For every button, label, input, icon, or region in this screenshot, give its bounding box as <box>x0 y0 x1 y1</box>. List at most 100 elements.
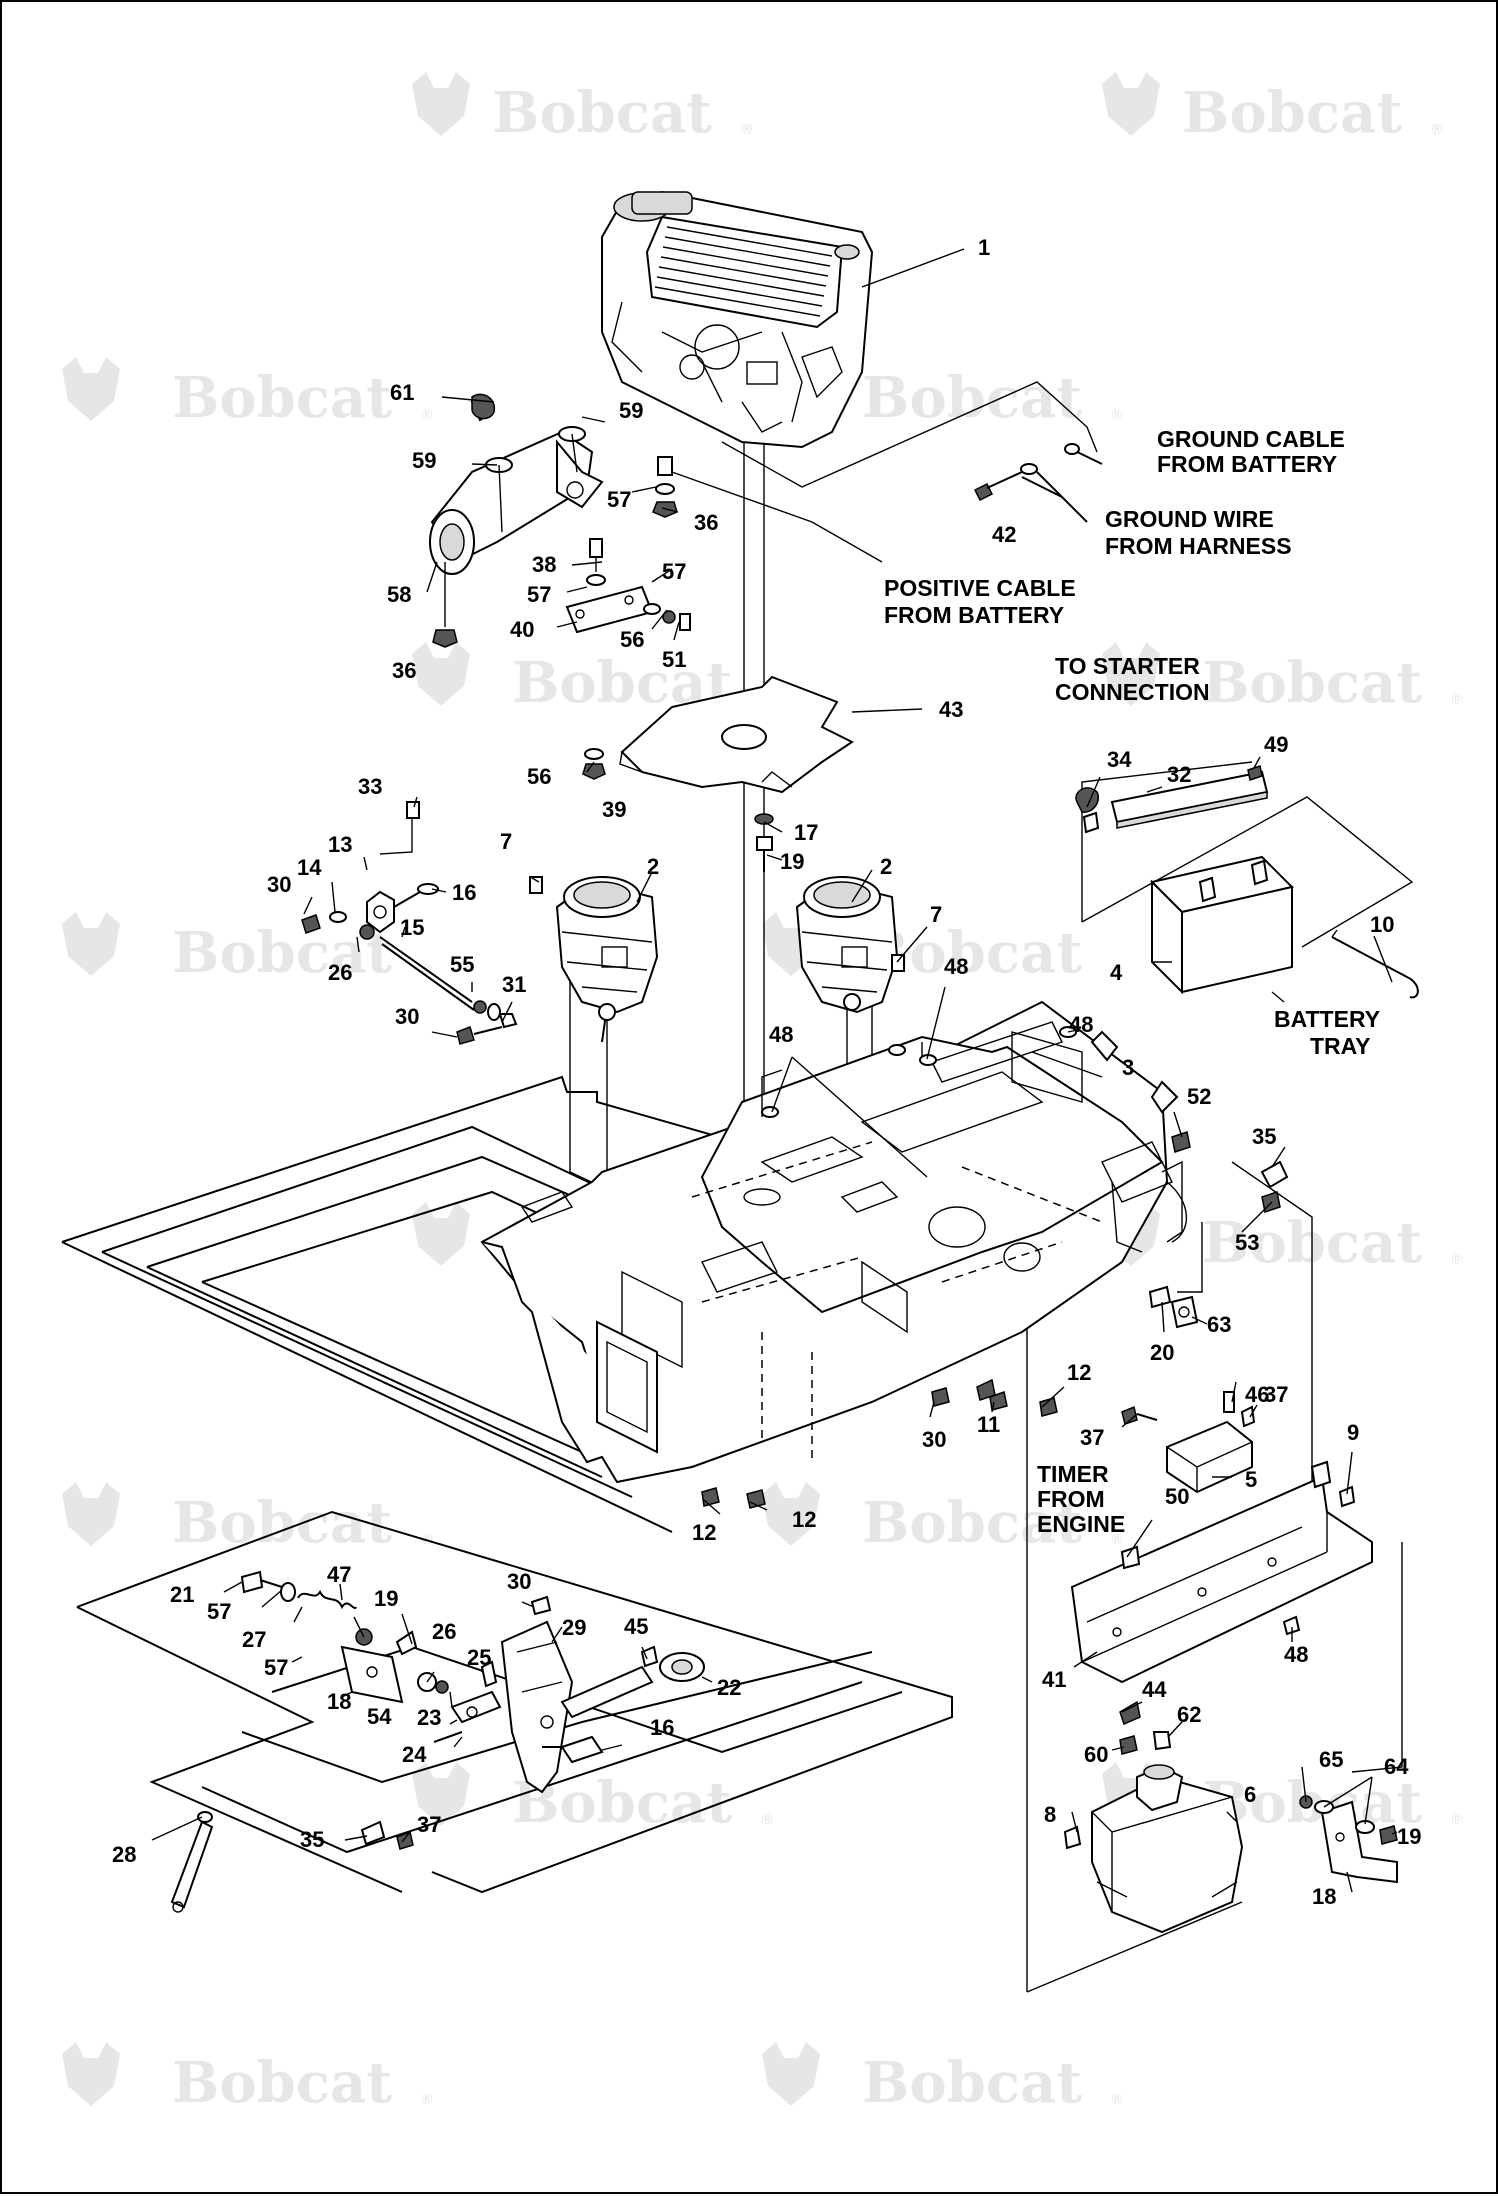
watermark: Bobcat ® <box>412 642 774 716</box>
watermark: Bobcat ® <box>62 357 434 431</box>
callout-11: 11 <box>977 1412 1000 1437</box>
svg-text:®: ® <box>1110 962 1124 978</box>
main-frame <box>480 1000 1188 1484</box>
callout-46: 46 <box>1245 1382 1269 1407</box>
callout-26: 26 <box>432 1619 456 1644</box>
watermark: Bobcat ® <box>1102 72 1444 146</box>
bobcat-head-icon <box>762 1482 820 1546</box>
callout-30: 30 <box>267 872 291 897</box>
to-starter-label: CONNECTION <box>1055 679 1210 705</box>
svg-text:®: ® <box>1450 1252 1464 1268</box>
engine-mount-hardware <box>565 456 691 634</box>
callout-2: 2 <box>647 854 659 879</box>
ground-cable-label: FROM BATTERY <box>1157 451 1337 477</box>
ground-wire-label: FROM HARNESS <box>1105 533 1292 559</box>
callout-47: 47 <box>327 1562 351 1587</box>
callout-2: 2 <box>880 854 892 879</box>
bobcat-head-icon <box>62 912 120 976</box>
callout-numbers: 1 61 59 59 57 36 58 36 38 57 40 57 56 51… <box>112 235 1421 1909</box>
positive-cable-label: FROM BATTERY <box>884 602 1064 628</box>
svg-text:Bobcat: Bobcat <box>172 2050 392 2116</box>
callout-34: 34 <box>1107 747 1132 772</box>
callout-44: 44 <box>1142 1677 1167 1702</box>
watermark: Bobcat ® <box>62 2042 434 2116</box>
callout-12: 12 <box>1067 1360 1091 1385</box>
callout-13: 13 <box>328 832 352 857</box>
callout-24: 24 <box>402 1742 427 1767</box>
callout-12: 12 <box>792 1507 816 1532</box>
left-hydrostatic-pump <box>529 876 659 1043</box>
svg-text:Bobcat: Bobcat <box>172 1490 392 1556</box>
callout-35: 35 <box>300 1827 324 1852</box>
callout-57: 57 <box>527 582 551 607</box>
callout-57: 57 <box>662 559 686 584</box>
callout-5: 5 <box>1245 1467 1257 1492</box>
callout-29: 29 <box>562 1615 586 1640</box>
callout-31: 31 <box>502 972 526 997</box>
svg-text:®: ® <box>1430 122 1444 138</box>
bobcat-head-icon <box>412 72 470 136</box>
svg-text:Bobcat: Bobcat <box>862 365 1082 431</box>
callout-48: 48 <box>769 1022 793 1047</box>
svg-text:®: ® <box>1110 1532 1124 1548</box>
callout-35: 35 <box>1252 1124 1276 1149</box>
callout-36: 36 <box>392 658 416 683</box>
center-bolt-hardware <box>754 813 774 872</box>
watermark: Bobcat ® <box>62 1482 434 1556</box>
svg-text:Bobcat: Bobcat <box>862 920 1082 986</box>
svg-text:Bobcat: Bobcat <box>862 2050 1082 2116</box>
left-control-linkage <box>301 801 518 1045</box>
callout-56: 56 <box>527 764 551 789</box>
bobcat-head-icon <box>412 1202 470 1266</box>
callout-26: 26 <box>328 960 352 985</box>
battery-tray-label: TRAY <box>1310 1033 1371 1059</box>
callout-64: 64 <box>1384 1754 1409 1779</box>
timer-label: ENGINE <box>1037 1511 1125 1537</box>
watermark: Bobcat ® <box>412 72 754 146</box>
to-starter-label: TO STARTER <box>1055 653 1200 679</box>
callout-27: 27 <box>242 1627 266 1652</box>
callout-12: 12 <box>692 1520 716 1545</box>
callout-19: 19 <box>374 1586 398 1611</box>
ground-cable-hardware <box>973 443 1103 523</box>
callout-65: 65 <box>1319 1747 1343 1772</box>
callout-14: 14 <box>297 855 322 880</box>
svg-text:®: ® <box>420 2092 434 2108</box>
watermark: Bobcat ® <box>762 1482 1124 1556</box>
engine-radiator-grille <box>654 226 833 317</box>
svg-text:®: ® <box>1450 1812 1464 1828</box>
callout-32: 32 <box>1167 762 1191 787</box>
callout-22: 22 <box>717 1675 741 1700</box>
callout-56: 56 <box>620 627 644 652</box>
svg-text:®: ® <box>1450 692 1464 708</box>
callout-19: 19 <box>1397 1824 1421 1849</box>
callout-1: 1 <box>978 235 990 260</box>
callout-54: 54 <box>367 1704 392 1729</box>
svg-text:Bobcat: Bobcat <box>172 920 392 986</box>
watermark: Bobcat ® <box>1102 642 1464 716</box>
callout-61: 61 <box>390 380 414 405</box>
callout-57: 57 <box>607 487 631 512</box>
bobcat-head-icon <box>762 2042 820 2106</box>
relay-6 <box>1063 1700 1244 1934</box>
callout-48: 48 <box>1069 1012 1093 1037</box>
callout-4: 4 <box>1110 960 1123 985</box>
engine-assembly <box>601 190 874 449</box>
timer-label: FROM <box>1037 1486 1105 1512</box>
svg-text:Bobcat: Bobcat <box>862 1490 1082 1556</box>
callout-59: 59 <box>619 398 643 423</box>
battery-tray-assembly <box>1075 765 1419 999</box>
callout-3: 3 <box>1122 1055 1134 1080</box>
bobcat-head-icon <box>1102 72 1160 136</box>
svg-text:Bobcat: Bobcat <box>172 365 392 431</box>
svg-text:®: ® <box>420 407 434 423</box>
callout-18: 18 <box>1312 1884 1336 1909</box>
watermark: Bobcat ® <box>412 1762 774 1836</box>
callout-41: 41 <box>1042 1667 1066 1692</box>
callout-33: 33 <box>358 774 382 799</box>
callout-16: 16 <box>650 1715 674 1740</box>
ground-cable-label: GROUND CABLE <box>1157 426 1345 452</box>
svg-text:®: ® <box>740 122 754 138</box>
